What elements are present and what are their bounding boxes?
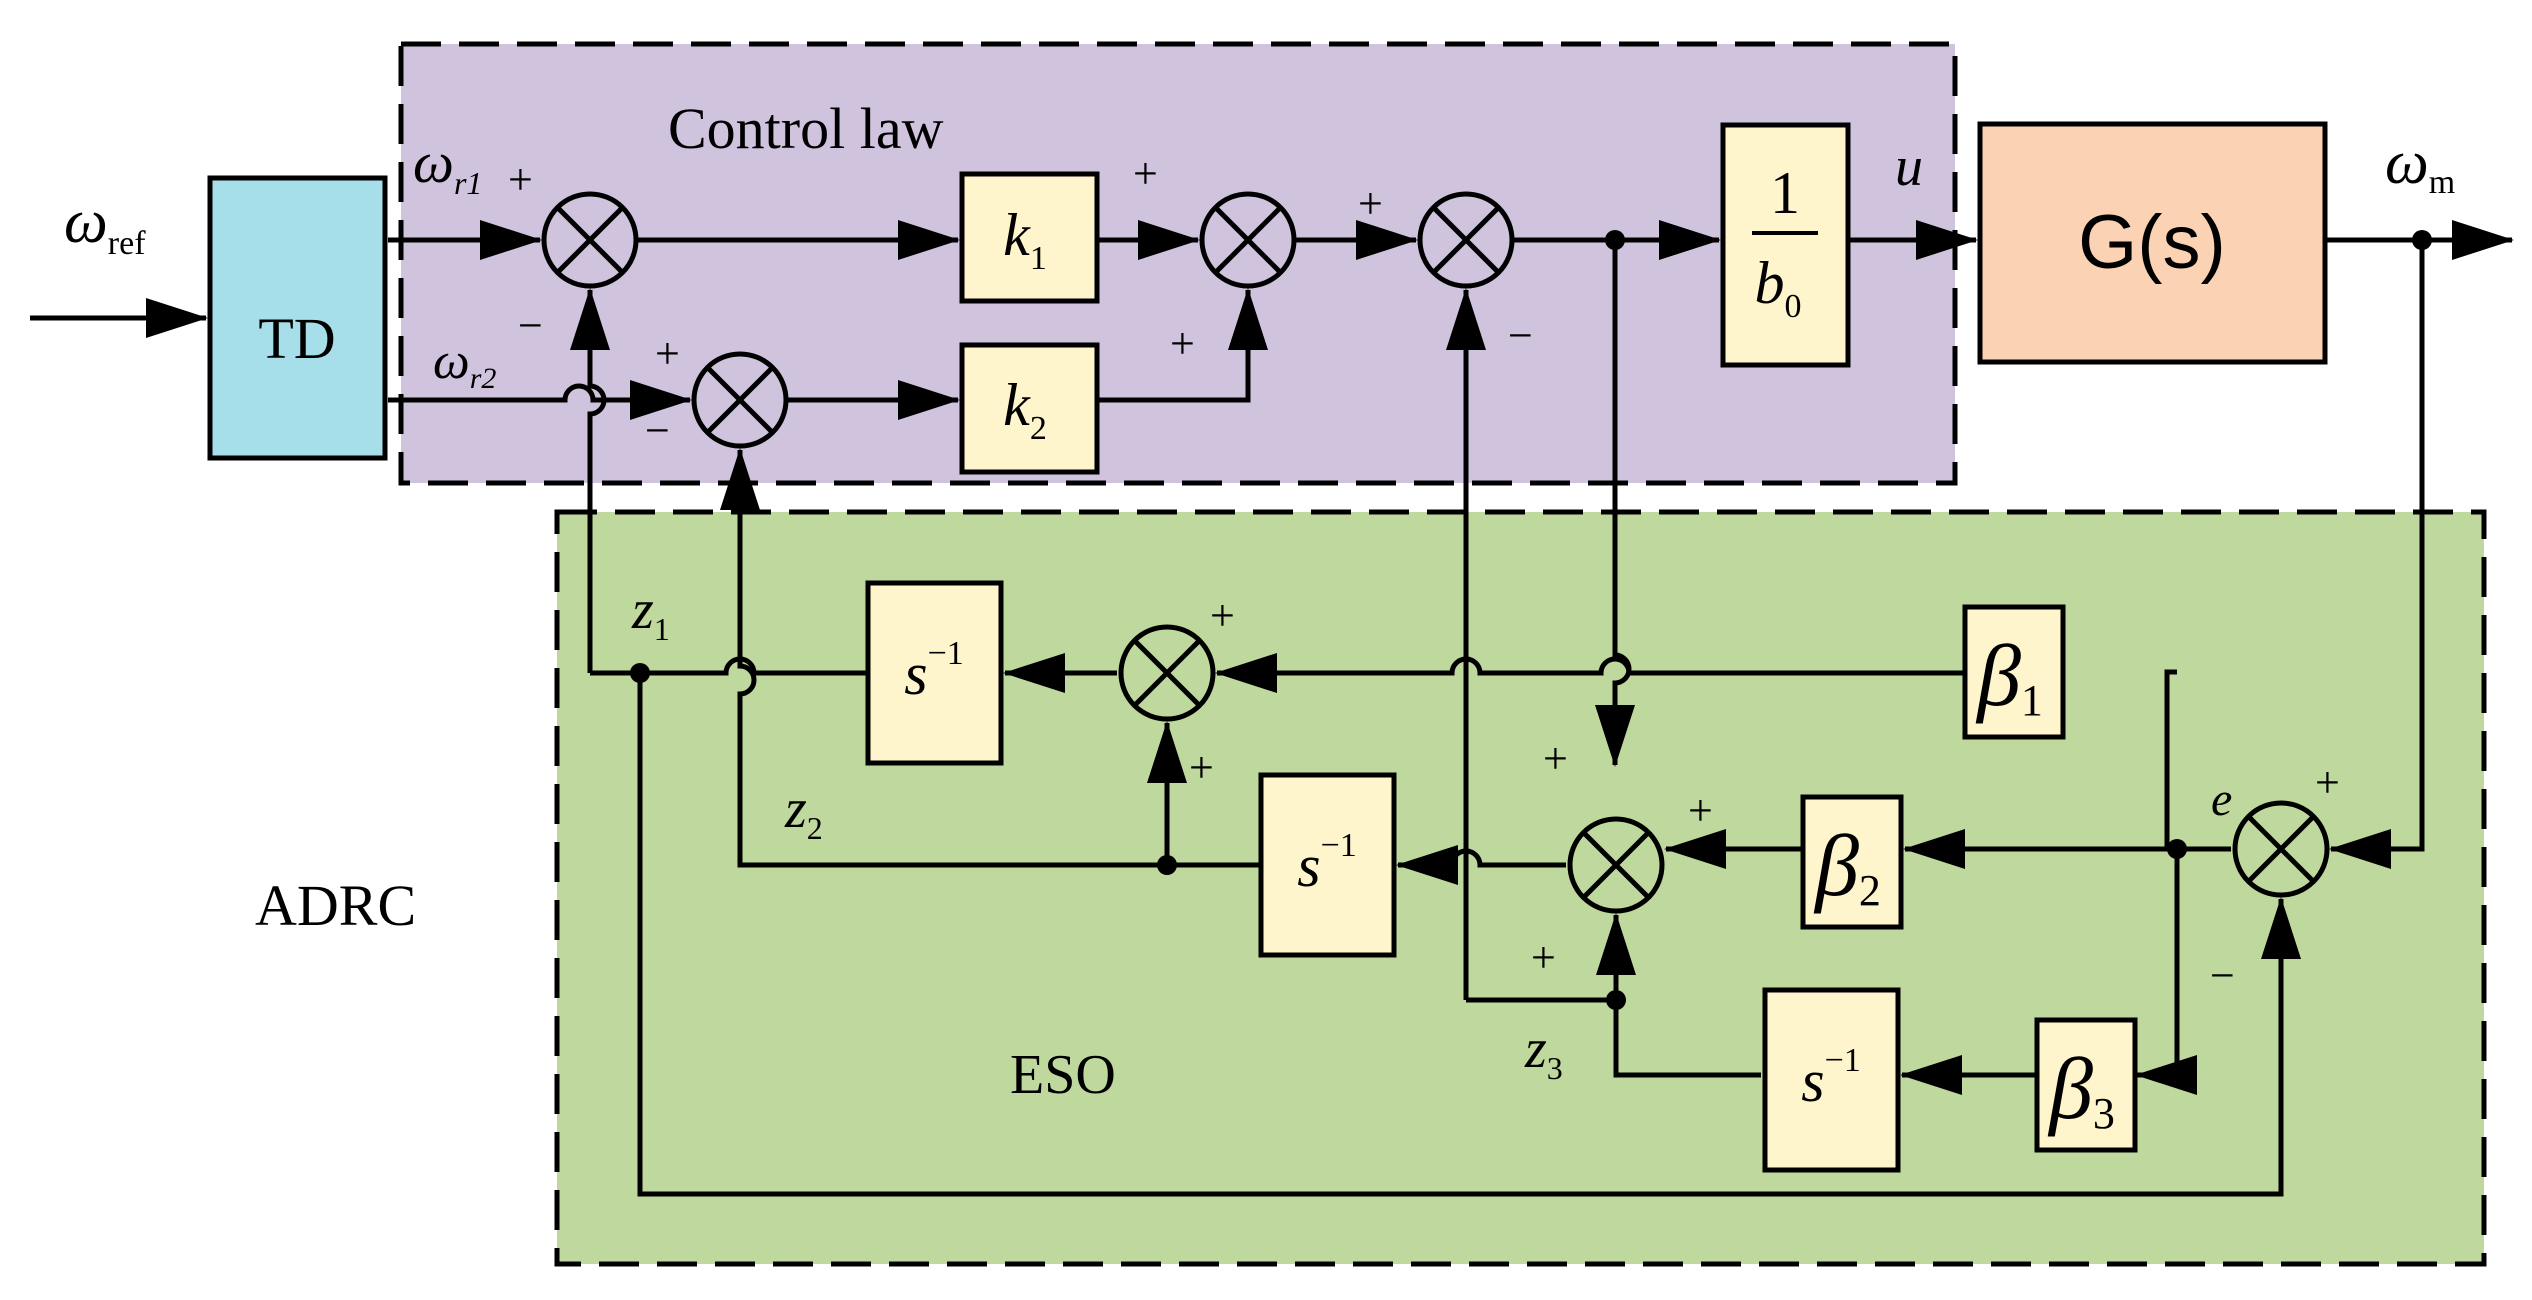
junction-dots (630, 230, 2432, 1010)
beta1-label: β1 (1975, 628, 2043, 725)
adrc-label: ADRC (255, 873, 416, 938)
signal-u: u (1895, 136, 1923, 198)
beta1-block (1962, 604, 2066, 740)
k1-label: k1 (1003, 202, 1047, 277)
svg-text:+: + (655, 329, 680, 378)
svg-text:−: − (1508, 311, 1533, 360)
signal-w-r2: ωr2 (433, 333, 496, 395)
control-law-label: Control law (668, 96, 944, 161)
beta3-block (2034, 1017, 2138, 1153)
svg-text:1: 1 (1770, 160, 1800, 226)
svg-text:−: − (2210, 951, 2235, 1000)
integrator-z3-block (1762, 987, 1901, 1173)
inv-b0-block (1720, 122, 1851, 368)
sum-junction-4 (1417, 191, 1515, 289)
signal-z3: z3 (1524, 1018, 1563, 1086)
svg-text:+: + (508, 155, 533, 204)
inv-b0-label: 1 b0 (1752, 160, 1818, 325)
sign-labels: + − + − + + + − + + + + + + − (508, 149, 2340, 1000)
eso-zone (554, 509, 2487, 1267)
signal-w-m: ωm (2385, 129, 2455, 201)
k1-block (959, 171, 1100, 304)
svg-text:b0: b0 (1755, 250, 1802, 325)
svg-text:+: + (1133, 149, 1158, 198)
svg-text:+: + (1189, 743, 1214, 792)
integrator-z1-label: s−1 (904, 635, 964, 707)
beta2-label: β2 (1813, 818, 1881, 915)
integrator-z3-label: s−1 (1801, 1042, 1861, 1114)
beta2-block (1800, 794, 1904, 930)
beta3-label: β3 (2047, 1041, 2115, 1138)
sum-junction-eso-z1 (1118, 624, 1216, 722)
k2-block (959, 342, 1100, 475)
td-label: TD (258, 306, 335, 371)
svg-text:−: − (518, 301, 543, 350)
signal-z1: z1 (631, 579, 670, 647)
svg-text:+: + (1210, 591, 1235, 640)
svg-text:+: + (1170, 319, 1195, 368)
svg-text:−: − (645, 406, 670, 455)
td-block (207, 175, 388, 461)
k2-label: k2 (1003, 372, 1047, 447)
signal-w-r1: ωr1 (413, 130, 482, 201)
plant-label: G(s) (2078, 200, 2226, 285)
integrator-z2-label: s−1 (1297, 827, 1357, 899)
eso-label: ESO (1010, 1044, 1116, 1106)
integrator-z1-block (865, 580, 1004, 766)
sum-junction-error (2232, 800, 2330, 898)
sum-junction-eso-z2 (1567, 816, 1665, 914)
svg-text:+: + (1688, 786, 1713, 835)
signal-z2: z2 (784, 778, 823, 846)
eso-wires (570, 240, 2425, 1197)
svg-text:+: + (1358, 179, 1383, 228)
signal-e: e (2211, 773, 2232, 826)
svg-text:+: + (1531, 933, 1556, 982)
plant-block (1977, 121, 2328, 365)
integrator-z2-block (1258, 772, 1397, 958)
svg-text:+: + (2315, 758, 2340, 807)
signal-w-ref: ωref (64, 188, 146, 262)
svg-text:+: + (1543, 734, 1568, 783)
